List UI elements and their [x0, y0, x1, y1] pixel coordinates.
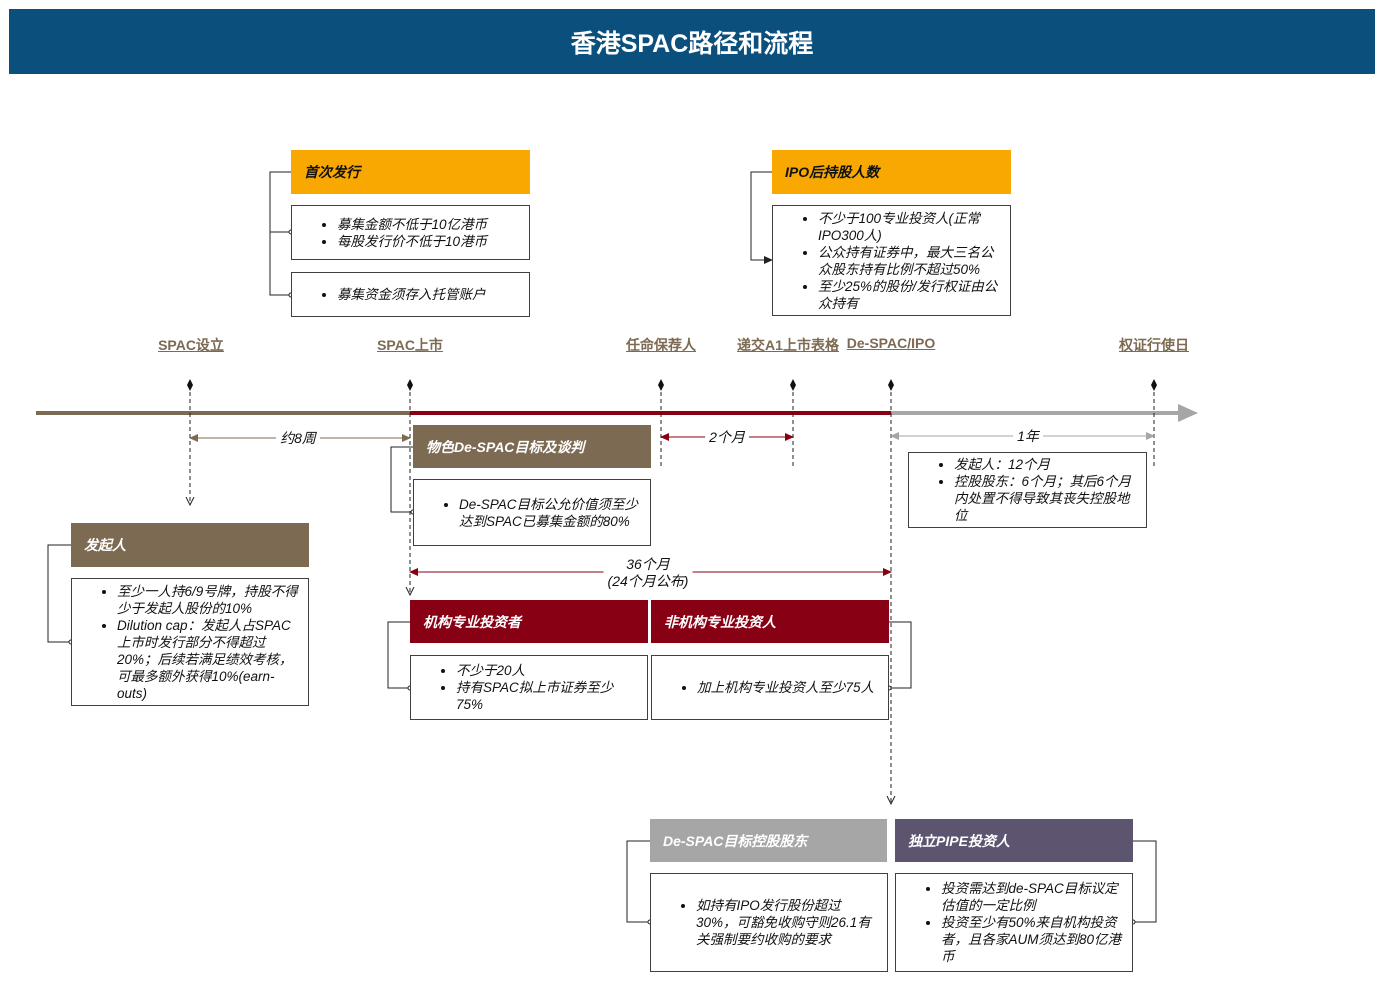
non-institutional-investors-details: 加上机构专业投资人至少75人 [651, 655, 889, 720]
list-item: 至少25%的股份/发行权证由公众持有 [818, 278, 1002, 312]
institutional-investors-header: 机构专业投资者 [410, 600, 648, 643]
milestone-markers [190, 385, 1155, 804]
duration-2-months: 2个月 [705, 429, 749, 446]
list-item: 不少于100专业投资人(正常IPO300人) [818, 210, 1002, 244]
bracket-connectors [47, 171, 1157, 923]
milestone-de-spac-ipo: De-SPAC/IPO [846, 335, 936, 351]
target-search-details: De-SPAC目标公允价值须至少达到SPAC已募集金额的80% [413, 479, 651, 546]
target-controlling-shareholder-details: 如持有IPO发行股份超过30%，可豁免收购守则26.1有关强制要约收购的要求 [650, 873, 888, 972]
target-controlling-shareholder-header: De-SPAC目标控股股东 [650, 819, 887, 862]
page-title: 香港SPAC路径和流程 [9, 9, 1375, 74]
pipe-investors-details: 投资需达到de-SPAC目标议定估值的一定比例 投资至少有50%来自机构投资者，… [895, 873, 1133, 972]
milestone-spac-setup: SPAC设立 [158, 337, 224, 353]
milestone-a1-submission: 递交A1上市表格 [737, 337, 839, 353]
list-item: 投资需达到de-SPAC目标议定估值的一定比例 [941, 880, 1124, 914]
post-ipo-holders-header: IPO后持股人数 [772, 150, 1011, 194]
milestone-diamonds [187, 379, 1157, 391]
non-institutional-investors-header: 非机构专业投资人 [651, 600, 889, 643]
list-item: 不少于20人 [456, 662, 639, 679]
promoter-header: 发起人 [71, 523, 309, 567]
promoter-details: 至少一人持6/9号牌，持股不得少于发起人股份的10% Dilution cap：… [71, 578, 309, 706]
timeline [36, 404, 1198, 422]
list-item: De-SPAC目标公允价值须至少达到SPAC已募集金额的80% [459, 496, 642, 530]
lockup-details: 发起人：12个月 控股股东：6个月；其后6个月内处置不得导致其丧失控股地位 [908, 452, 1147, 528]
initial-offering-header: 首次发行 [291, 150, 530, 194]
duration-36-months-note: (24个月公布) [607, 573, 689, 589]
duration-8-weeks: 约8周 [276, 430, 320, 447]
duration-1-year: 1年 [1013, 428, 1043, 445]
list-item: 募集资金须存入托管账户 [337, 286, 486, 303]
list-item: 每股发行价不低于10港币 [337, 233, 487, 250]
list-item: Dilution cap：发起人占SPAC上市时发行部分不得超过20%；后续若满… [117, 617, 300, 702]
duration-36-months-label: 36个月 [626, 556, 670, 572]
list-item: 募集金额不低于10亿港币 [337, 216, 487, 233]
list-item: 加上机构专业投资人至少75人 [697, 679, 874, 696]
list-item: 如持有IPO发行股份超过30%，可豁免收购守则26.1有关强制要约收购的要求 [696, 897, 879, 948]
list-item: 发起人：12个月 [954, 456, 1138, 473]
milestone-sponsor-appointment: 任命保荐人 [626, 337, 696, 353]
list-item: 投资至少有50%来自机构投资者，且各家AUM须达到80亿港币 [941, 914, 1124, 965]
post-ipo-holders-details: 不少于100专业投资人(正常IPO300人) 公众持有证券中，最大三名公众股东持… [772, 205, 1011, 316]
initial-offering-details: 募集金额不低于10亿港币 每股发行价不低于10港币 [291, 205, 530, 260]
list-item: 至少一人持6/9号牌，持股不得少于发起人股份的10% [117, 583, 300, 617]
list-item: 持有SPAC拟上市证券至少75% [456, 679, 639, 713]
pipe-investors-header: 独立PIPE投资人 [895, 819, 1133, 862]
milestone-warrant-exercise: 权证行使日 [1119, 337, 1189, 353]
institutional-investors-details: 不少于20人 持有SPAC拟上市证券至少75% [410, 655, 648, 720]
duration-36-months: 36个月 (24个月公布) [603, 556, 693, 590]
list-item: 控股股东：6个月；其后6个月内处置不得导致其丧失控股地位 [954, 473, 1138, 524]
milestone-spac-listing: SPAC上市 [377, 337, 443, 353]
target-search-header: 物色De-SPAC目标及谈判 [413, 425, 651, 468]
escrow-details: 募集资金须存入托管账户 [291, 272, 530, 317]
list-item: 公众持有证券中，最大三名公众股东持有比例不超过50% [818, 244, 1002, 278]
